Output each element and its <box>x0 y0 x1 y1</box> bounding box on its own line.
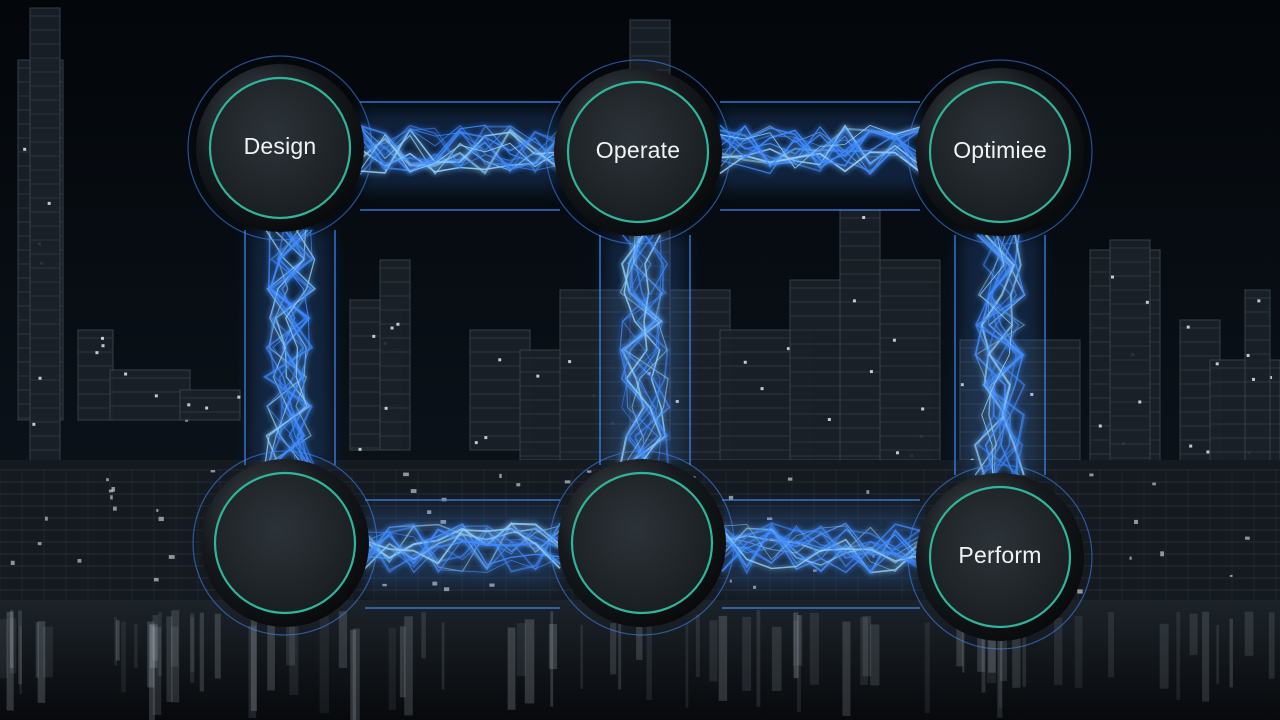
diagram-connectors <box>244 101 1046 609</box>
node-blank-1 <box>192 450 378 636</box>
water-light-reflections <box>0 610 1275 720</box>
node-operate: Operate <box>545 59 731 245</box>
node-label-perform: Perform <box>958 542 1041 568</box>
node-optimize: Optimiee <box>907 59 1093 245</box>
diagram-nodes: Design Operate Optimiee Per <box>187 55 1093 650</box>
node-perform: Perform <box>907 464 1093 650</box>
node-label-optimize: Optimiee <box>953 137 1047 163</box>
node-blank-2 <box>549 450 735 636</box>
node-design: Design <box>187 55 373 241</box>
node-label-operate: Operate <box>596 137 681 163</box>
node-label-design: Design <box>244 133 317 159</box>
